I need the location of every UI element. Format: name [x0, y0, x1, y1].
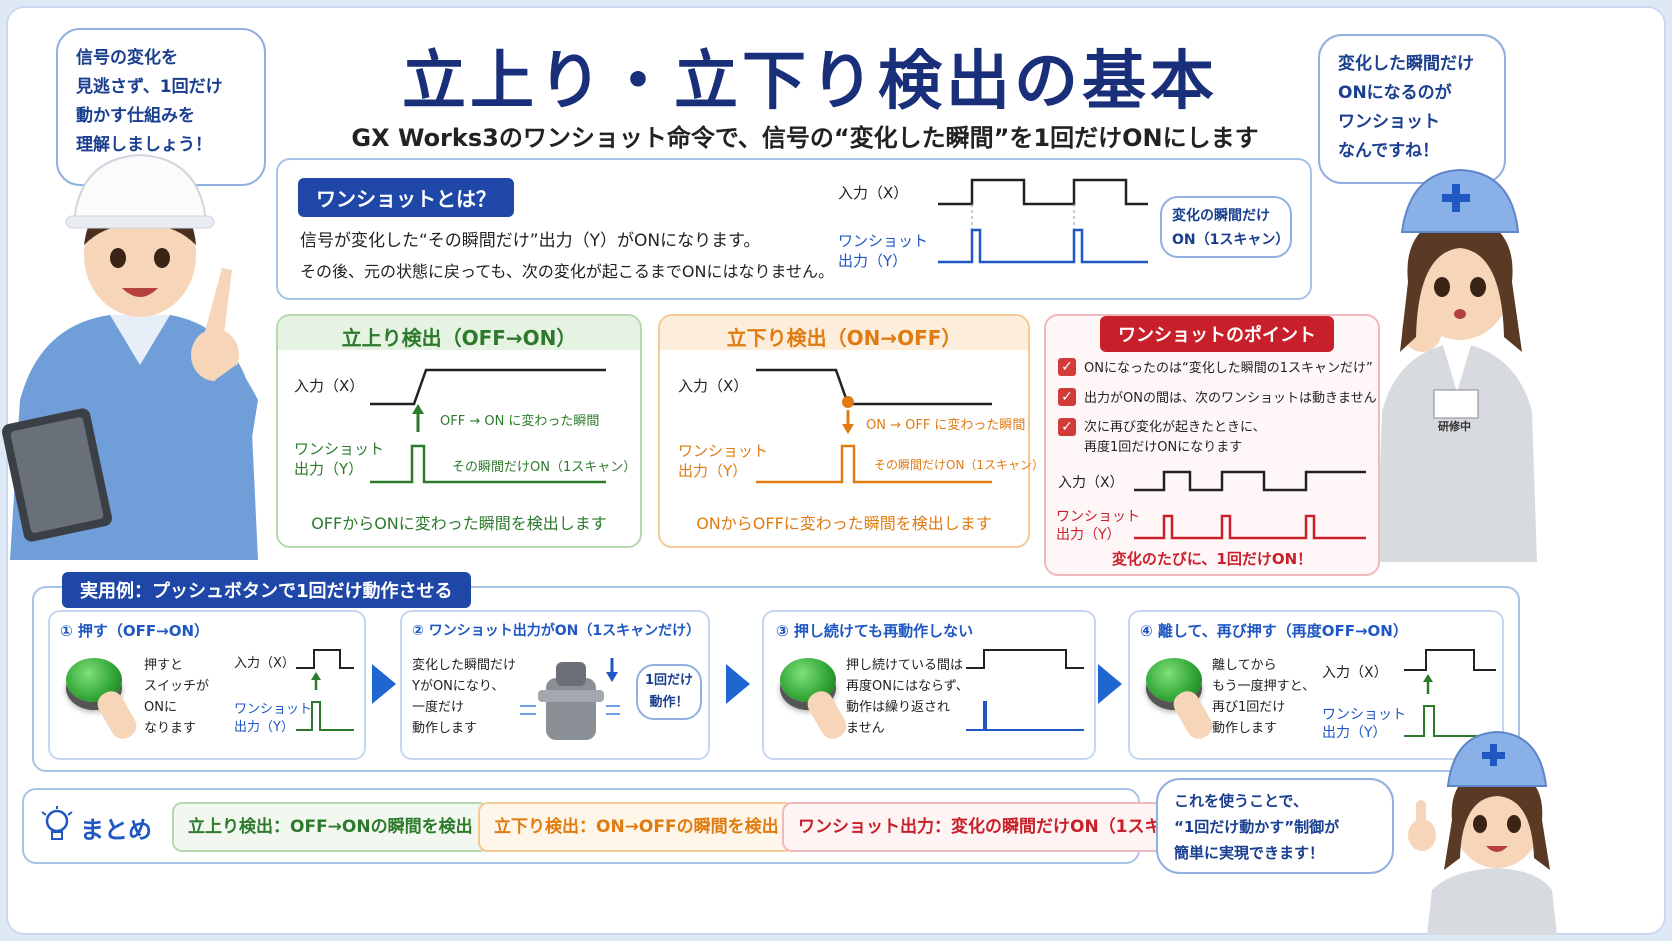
summary-chip-falling: 立下り検出：ON→OFFの瞬間を検出	[478, 802, 795, 852]
page-subtitle: GX Works3のワンショット命令で、信号の“変化した瞬間”を1回だけONにし…	[351, 124, 1259, 152]
cylinder-actuator-icon	[520, 658, 620, 740]
rising-edge-heading: 立上り検出（OFF→ON）	[341, 326, 577, 350]
points-output-label-1: ワンショット	[1056, 509, 1140, 525]
rising-pulse-note: その瞬間だけON（1スキャン）	[452, 460, 637, 475]
points-item-2: 出力がONの間は、次のワンショットは動きません	[1084, 391, 1377, 406]
left-speech-bubble: 信号の変化を 見逃さず、1回だけ 動かす仕組みを 理解しましょう！	[56, 28, 266, 186]
step-2-title: ② ワンショット出力がON（1スキャンだけ）	[412, 623, 701, 639]
points-panel	[1044, 314, 1380, 576]
flow-arrow-icon	[726, 664, 750, 704]
intro-heading: ワンショットとは？	[298, 178, 514, 217]
summary-chip-oneshot: ワンショット出力：変化の瞬間だけON（1スキャン）	[782, 802, 1229, 852]
rising-output-label-2: 出力（Y）	[294, 460, 364, 478]
falling-output-label-2: 出力（Y）	[678, 462, 748, 480]
step-4-timing-diagram	[1404, 649, 1496, 737]
engineer-man-illustration	[1, 153, 258, 560]
rising-input-label: 入力（X）	[294, 377, 365, 395]
intro-callout: 変化の瞬間だけ ON（1スキャン）	[1160, 196, 1292, 258]
step-1-output-label-2: 出力（Y）	[234, 720, 294, 735]
intro-output-label-2: 出力（Y）	[838, 252, 908, 270]
falling-edge-header-bg	[660, 316, 1028, 350]
check-icon: ✓	[1058, 418, 1076, 436]
step-4-text: 離してから もう一度押すと、 再び1回だけ 動作します	[1212, 658, 1316, 736]
points-input-label: 入力（X）	[1058, 475, 1124, 491]
step-1-timing-diagram	[296, 649, 354, 731]
rising-edge-panel	[276, 314, 642, 548]
step-3-timing-diagram	[966, 649, 1084, 731]
step-2-callout: 1回だけ 動作！	[636, 664, 702, 720]
bottom-speech-bubble: これを使うことで、 “1回だけ動かす”制御が 簡単に実現できます！	[1156, 778, 1394, 874]
step-1-title: ① 押す（OFF→ON）	[60, 622, 210, 640]
example-heading: 実用例：プッシュボタンで1回だけ動作させる	[62, 572, 471, 608]
step-4-title: ④ 離して、再び押す（再度OFF→ON）	[1140, 622, 1408, 640]
step-4-input-label: 入力（X）	[1322, 665, 1388, 681]
falling-footer: ONからOFFに変わった瞬間を検出します	[696, 514, 992, 533]
rising-output-label-1: ワンショット	[294, 440, 385, 458]
flow-arrow-icon	[372, 664, 396, 704]
check-icon: ✓	[1058, 358, 1076, 376]
rising-footer: OFFからONに変わった瞬間を検出します	[311, 514, 607, 533]
check-icon: ✓	[1058, 388, 1076, 406]
falling-pulse-note: その瞬間だけON（1スキャン）	[874, 458, 1045, 472]
intro-line-1: 信号が変化した“その瞬間だけ”出力（Y）がONになります。	[300, 231, 761, 251]
falling-change-note: ON → OFF に変わった瞬間	[866, 418, 1026, 433]
flow-arrow-icon	[1098, 664, 1122, 704]
step-1-text: 押すと スイッチが ONに なります	[144, 658, 210, 736]
step-2-text: 変化した瞬間だけ YがONになり、 一度だけ 動作します	[412, 658, 517, 736]
points-output-label-2: 出力（Y）	[1056, 527, 1121, 543]
step-3-text: 押し続けている間は 再度ONにはならず、 動作は繰り返され ません	[846, 658, 969, 736]
rising-change-note: OFF → ON に変わった瞬間	[440, 414, 600, 429]
points-item-1: ONになったのは“変化した瞬間の1スキャンだけ”	[1084, 361, 1373, 376]
summary-label: まとめ	[80, 816, 152, 844]
intro-line-2: その後、元の状態に戻っても、次の変化が起こるまでONにはなりません。	[300, 262, 835, 281]
falling-edge-panel	[658, 314, 1030, 548]
points-heading: ワンショットのポイント	[1100, 316, 1334, 352]
falling-edge-heading: 立下り検出（ON→OFF）	[726, 326, 962, 350]
points-footer: 変化のたびに、1回だけON！	[1111, 550, 1313, 568]
intro-input-label: 入力（X）	[838, 184, 909, 202]
step-1-output-label-1: ワンショット	[234, 702, 313, 717]
trainee-thumbs-up-illustration	[1408, 730, 1557, 935]
lightbulb-icon	[41, 806, 73, 840]
points-item-4: 再度1回だけONになります	[1084, 440, 1243, 455]
points-timing-diagram	[1134, 470, 1366, 540]
rising-timing-diagram	[370, 368, 606, 484]
falling-timing-diagram	[756, 368, 992, 484]
rising-edge-header-bg	[278, 316, 640, 350]
step-4-output-label-1: ワンショット	[1322, 707, 1406, 723]
trainee-woman-illustration	[1377, 168, 1537, 562]
points-item-3: 次に再び変化が起きたときに、	[1084, 420, 1266, 435]
right-speech-bubble: 変化した瞬間だけ ONになるのが ワンショット なんですね！	[1318, 34, 1506, 184]
step-3-title: ③ 押し続けても再動作しない	[776, 622, 974, 640]
falling-output-label-1: ワンショット	[678, 442, 769, 460]
intro-timing-diagram	[938, 178, 1148, 264]
page-title: 立上り・立下り検出の基本	[402, 45, 1218, 119]
step-4-output-label-2: 出力（Y）	[1322, 725, 1387, 741]
trainee-badge: 研修中	[1438, 420, 1471, 433]
falling-input-label: 入力（X）	[678, 377, 749, 395]
summary-chip-rising: 立上り検出：OFF→ONの瞬間を検出	[172, 802, 489, 852]
step-1-input-label: 入力（X）	[234, 656, 295, 671]
intro-output-label-1: ワンショット	[838, 232, 929, 250]
